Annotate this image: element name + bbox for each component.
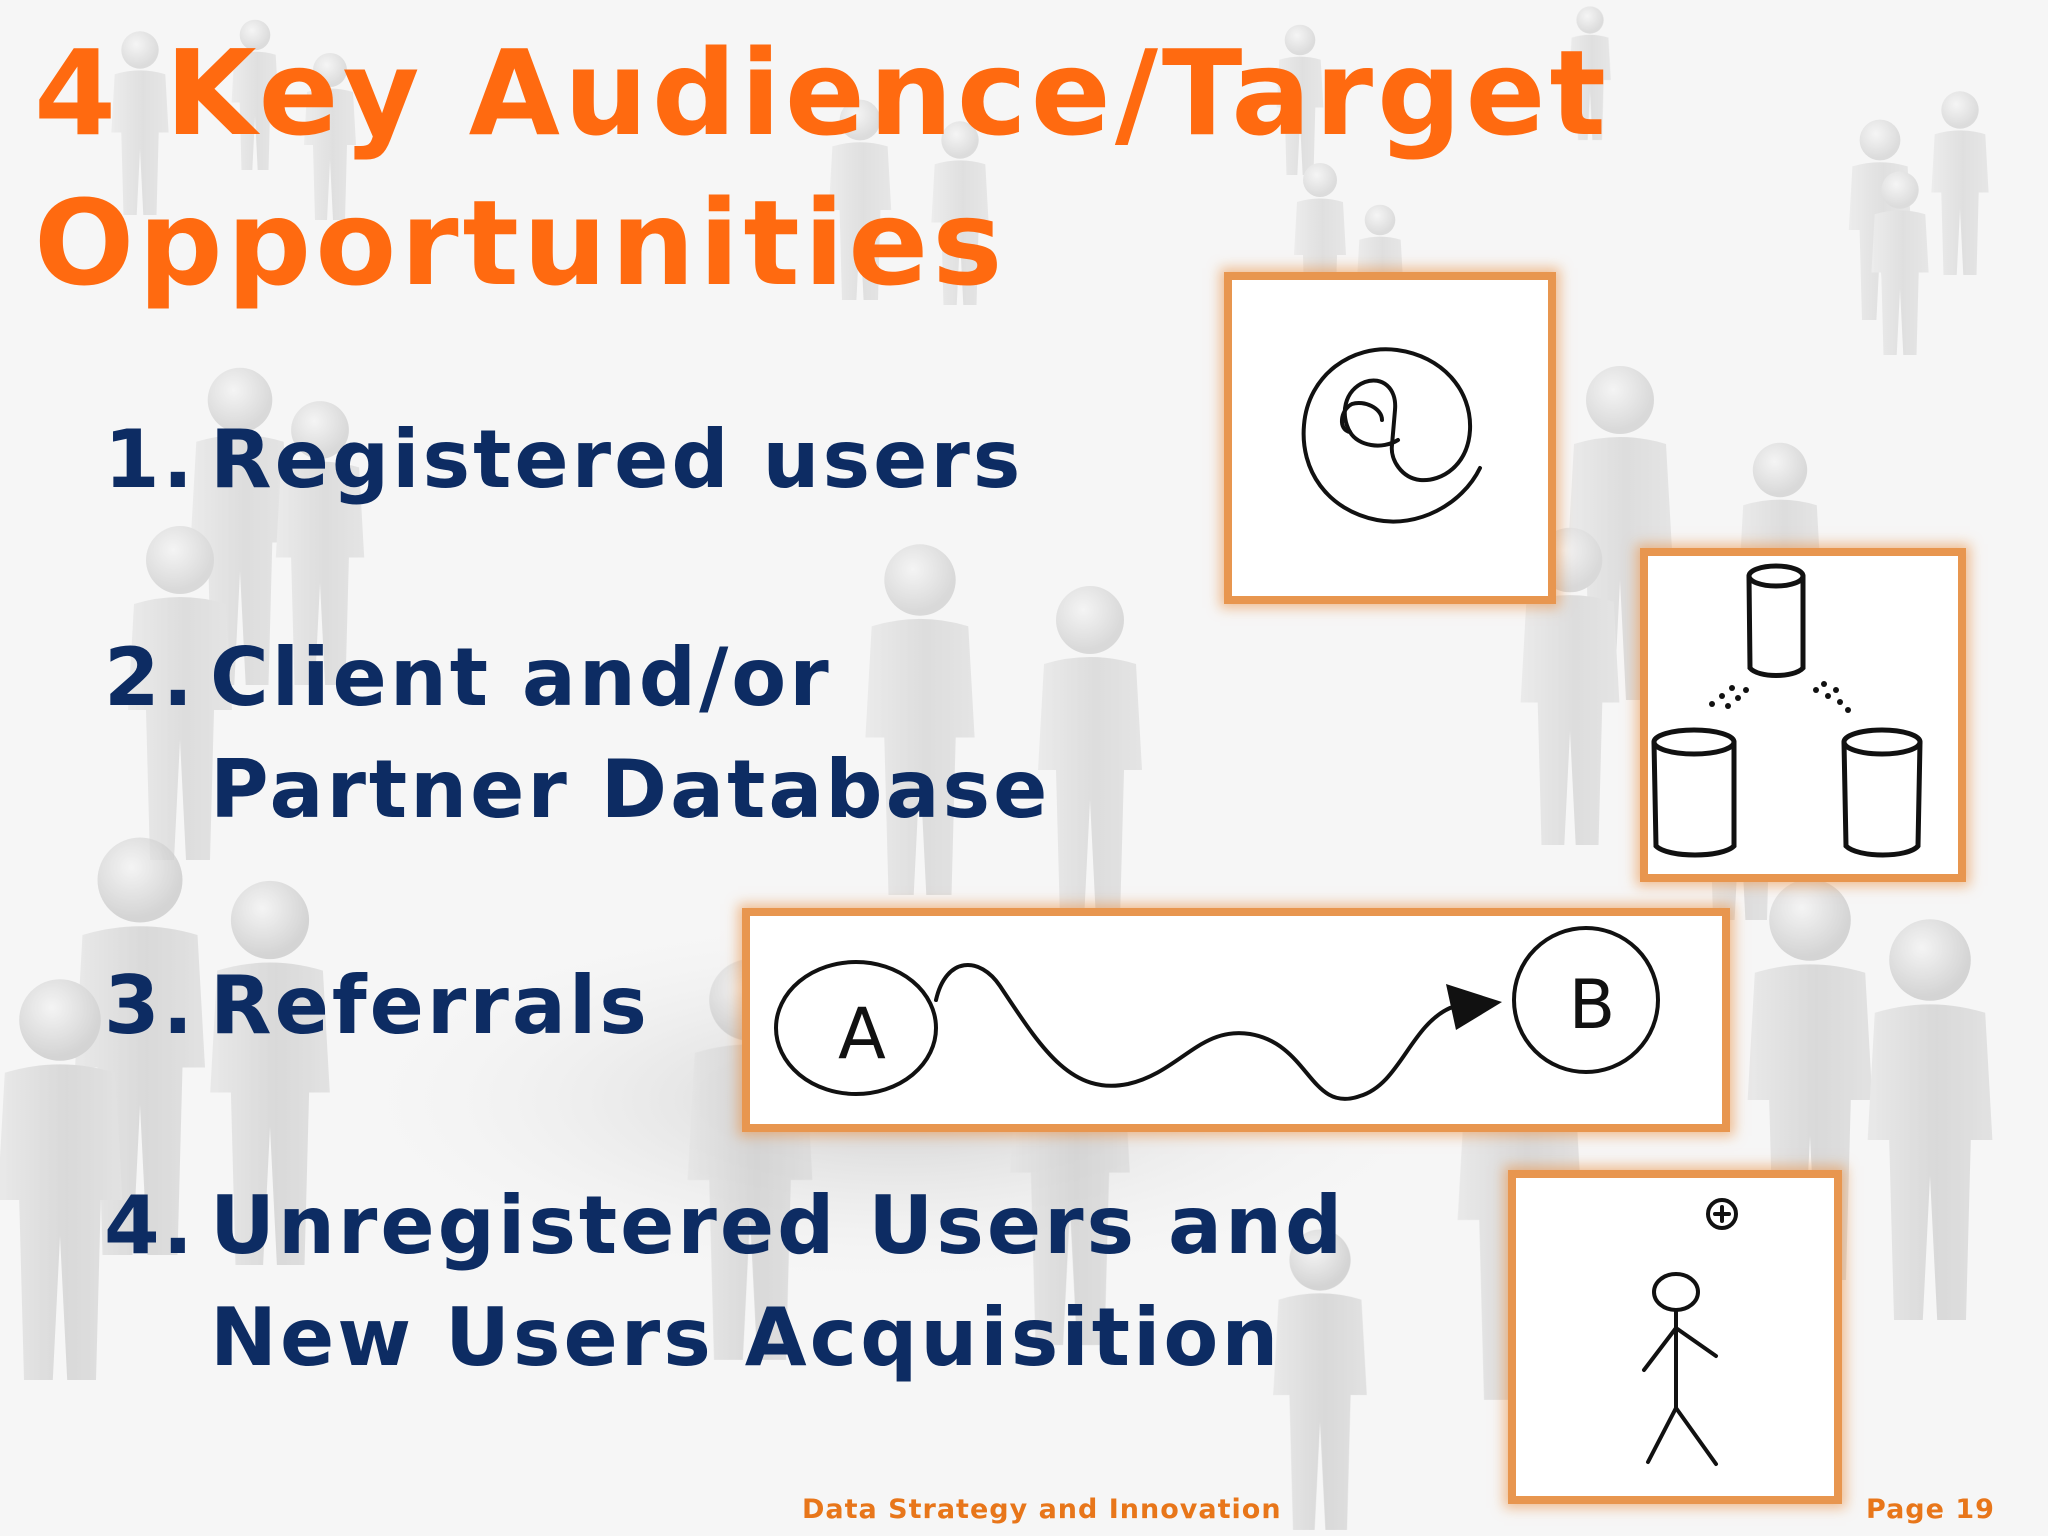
- new-users-illustration: [1508, 1170, 1842, 1504]
- a-to-b-path-icon: [774, 926, 1660, 1101]
- list-item-text-line-2: New Users Acquisition: [210, 1291, 1282, 1384]
- slide-title-line-2: Opportunities: [34, 174, 1007, 312]
- list-item-text-line-1: Unregistered Users and: [210, 1179, 1346, 1272]
- list-item-text: Referrals: [210, 959, 650, 1052]
- database-network-icon: [1651, 563, 1923, 858]
- registered-users-illustration: [1224, 272, 1556, 604]
- stick-figure-plus-icon: [1642, 1198, 1738, 1466]
- list-item-client-partner-database: 2. Client and/or Partner Database: [104, 622, 1204, 852]
- footer-center-text: Data Strategy and Innovation: [802, 1494, 1282, 1525]
- list-item-text: Registered users: [210, 413, 1024, 506]
- database-illustration: [1640, 548, 1966, 882]
- referral-label-a: A: [838, 993, 886, 1075]
- referrals-illustration: A B: [742, 908, 1730, 1132]
- list-item-number: 3.: [104, 959, 197, 1052]
- arrowhead-icon: [1446, 984, 1502, 1030]
- list-item-referrals: 3. Referrals: [104, 950, 744, 1070]
- slide-title: 4 Key Audience/Target Opportunities: [34, 18, 1734, 318]
- list-item-unregistered-users: 4. Unregistered Users and New Users Acqu…: [104, 1170, 1504, 1400]
- page-number: Page 19: [1866, 1494, 1995, 1525]
- list-item-number: 4.: [104, 1179, 197, 1272]
- list-item-number: 2.: [104, 631, 197, 724]
- list-item-registered-users: 1. Registered users: [104, 404, 1104, 524]
- slide-title-line-1: 4 Key Audience/Target: [34, 24, 1610, 162]
- referral-label-b: B: [1569, 966, 1616, 1045]
- list-item-text-line-2: Partner Database: [210, 743, 1051, 836]
- list-item-number: 1.: [104, 413, 197, 506]
- at-sign-icon: [1301, 347, 1482, 524]
- list-item-text-line-1: Client and/or: [210, 631, 832, 724]
